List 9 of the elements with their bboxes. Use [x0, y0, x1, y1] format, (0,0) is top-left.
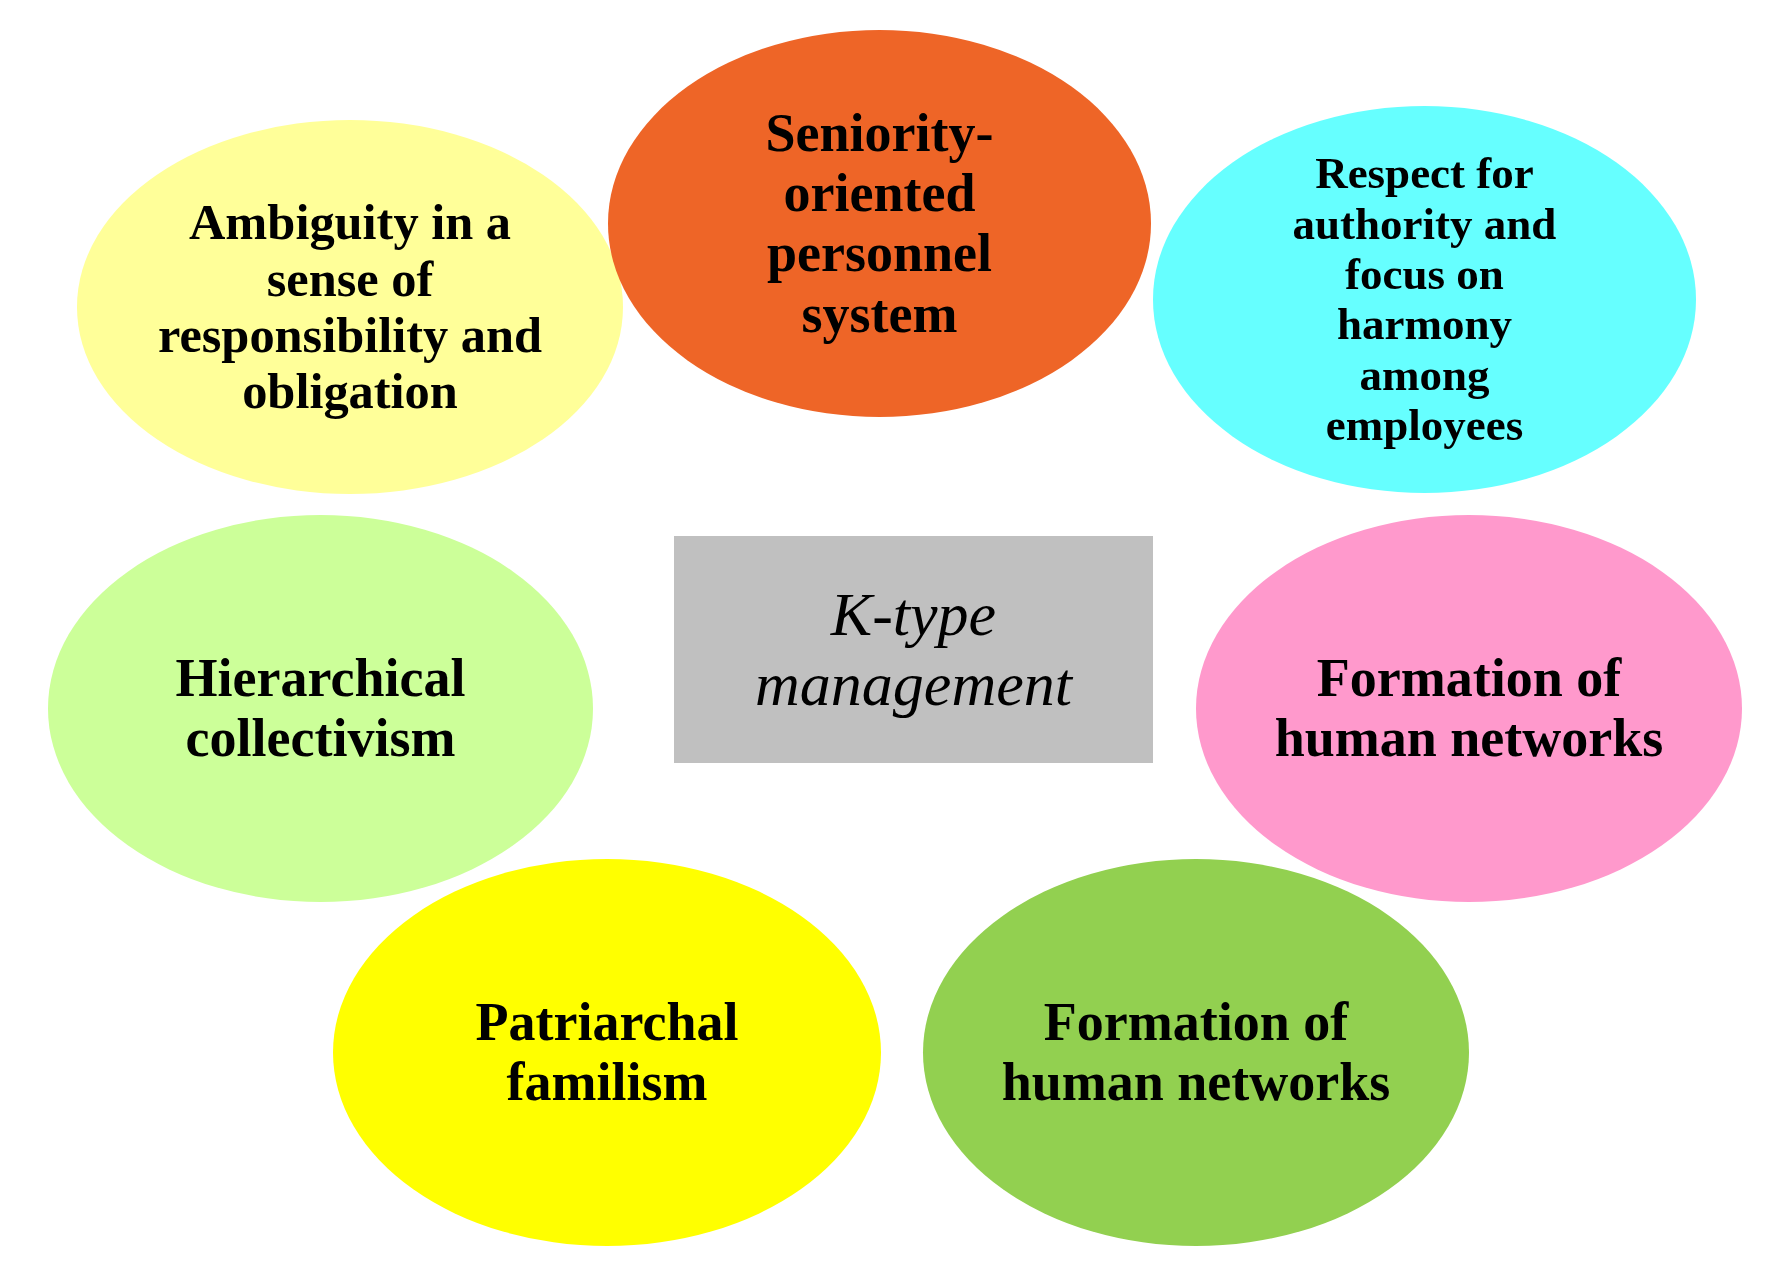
center-title: K-type management	[754, 580, 1074, 719]
node-label: Formation of human networks	[1000, 992, 1392, 1113]
node-label: Patriarchal familism	[474, 992, 740, 1113]
node-label: Formation of human networks	[1273, 648, 1665, 769]
node-label: Ambiguity in a sense of responsibility and obligation	[156, 194, 544, 420]
center-box	[674, 536, 1153, 763]
node-label: Hierarchical collectivism	[174, 648, 467, 769]
node-label: Respect for authority and focus on harmony among employees	[1291, 148, 1558, 451]
node-label: Seniority-oriented personnel system	[764, 102, 995, 345]
